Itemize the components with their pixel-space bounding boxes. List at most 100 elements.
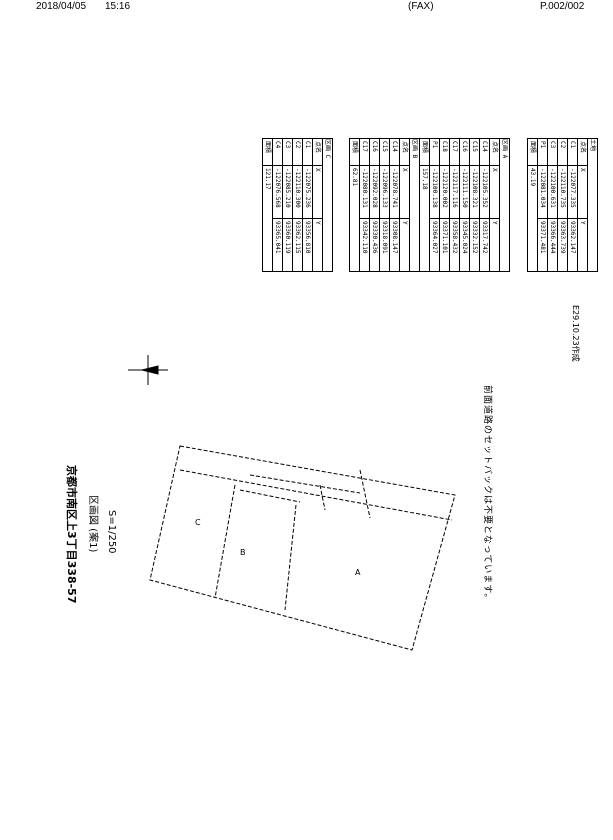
table-cell: -122100.138 xyxy=(430,166,439,219)
parcel-outline xyxy=(149,445,456,651)
table-cell: -122105.352 xyxy=(480,166,489,219)
table-cell: 93362.115 xyxy=(294,221,301,254)
table-cell: -122077.335 xyxy=(568,166,577,219)
table-cell: 93317.742 xyxy=(481,221,488,254)
table-cell: C3 xyxy=(283,139,292,166)
table-cell: C1 xyxy=(568,139,577,166)
table-title: 土地 xyxy=(587,139,597,271)
table-cell: 93308.147 xyxy=(391,221,398,254)
table-cell: 面積 xyxy=(263,139,272,166)
table-cell: C14 xyxy=(390,139,399,166)
table-cell: 93356.810 xyxy=(304,221,311,254)
table-title: 区画 B xyxy=(409,139,419,271)
table-cell: C17 xyxy=(450,139,459,166)
table-cell: 121.17 xyxy=(264,168,271,190)
table-cell: -122108.321 xyxy=(470,166,479,219)
table-cell: 93366.444 xyxy=(549,221,556,254)
table-cell: 93362.147 xyxy=(569,221,576,254)
table-cell: 93358.432 xyxy=(451,221,458,254)
table-cell: 93371.481 xyxy=(539,221,546,254)
table-cell: X xyxy=(400,166,409,219)
table-cell: X xyxy=(490,166,499,219)
table-cell: 点名 xyxy=(578,139,587,166)
table-cell: -122085.210 xyxy=(283,166,292,219)
fax-time: 15:16 xyxy=(105,1,131,12)
table-cell: 点名 xyxy=(400,139,409,166)
table-cell: Y xyxy=(491,221,498,225)
table-cell: P1 xyxy=(538,139,547,166)
table-cell: 面積 xyxy=(350,139,359,166)
table-cell: 93342.110 xyxy=(361,221,368,254)
table-cell: 43.19 xyxy=(529,168,536,187)
north-arrow-icon xyxy=(128,355,168,385)
table-row: C1-122077.335 93362.147 xyxy=(567,139,577,271)
table-cell: -122076.568 xyxy=(273,166,282,219)
table-cell: 157.18 xyxy=(421,168,428,190)
table-cell: 93332.152 xyxy=(471,221,478,254)
fax-type: (FAX) xyxy=(408,1,434,12)
table-cell: C4 xyxy=(273,139,282,166)
table-cell: C15 xyxy=(380,139,389,166)
table-cell: 93318.091 xyxy=(381,221,388,254)
table-cell: 93371.101 xyxy=(441,221,448,254)
lot-label-a: A xyxy=(355,568,361,577)
table-cell: -122081.034 xyxy=(538,166,547,219)
table-cell: -122075.236 xyxy=(303,166,312,219)
table-cell: C2 xyxy=(558,139,567,166)
table-cell: 点名 xyxy=(490,139,499,166)
table-cell: 面積 xyxy=(528,139,537,166)
table-cell: 93360.119 xyxy=(284,221,291,254)
table-cell: C16 xyxy=(370,139,379,166)
table-cell: -122111.150 xyxy=(460,166,469,219)
table-cell: -122110.300 xyxy=(293,166,302,219)
table-cell: C18 xyxy=(440,139,449,166)
table-row: C17-122117.116 93358.432 xyxy=(449,139,459,271)
table-cell: X xyxy=(578,166,587,219)
table-cell: C2 xyxy=(293,139,302,166)
lot-label-b: B xyxy=(240,548,246,557)
table-row: C3-122085.210 93360.119 xyxy=(282,139,292,271)
table-row: C3-122100.631 93366.444 xyxy=(547,139,557,271)
table-cell: X xyxy=(313,166,322,219)
table-cell: -122096.133 xyxy=(380,166,389,219)
table-footer: 面積 157.18 xyxy=(420,139,429,271)
table-row: C2-122110.300 93362.115 xyxy=(292,139,302,271)
table-cell: 面積 xyxy=(420,139,429,166)
table-row: P1-122081.034 93371.481 xyxy=(537,139,547,271)
table-cell: P1 xyxy=(430,139,439,166)
table-title: 区画 C xyxy=(322,139,332,271)
fax-date: 2018/04/05 xyxy=(36,1,87,12)
table-cell: C16 xyxy=(460,139,469,166)
table-cell: 点名 xyxy=(313,139,322,166)
table-cell: C1 xyxy=(303,139,312,166)
lot-label-c: C xyxy=(195,518,201,527)
table-cell: Y xyxy=(401,221,408,225)
table-cell: 93365.041 xyxy=(274,221,281,254)
table-cell: -122078.741 xyxy=(390,166,399,219)
table-footer: 面積 62.81 xyxy=(350,139,359,271)
table-row: C4-122076.568 93365.041 xyxy=(272,139,282,271)
table-cell: -122100.631 xyxy=(548,166,557,219)
table-cell: C3 xyxy=(548,139,557,166)
table-cell: 93330.436 xyxy=(371,221,378,254)
table-cell: 62.81 xyxy=(351,168,358,187)
table-cell: -122117.116 xyxy=(450,166,459,219)
table-title: 区画 A xyxy=(499,139,509,271)
table-row: C14-122078.741 93308.147 xyxy=(389,139,399,271)
table-cell: Y xyxy=(314,221,321,225)
